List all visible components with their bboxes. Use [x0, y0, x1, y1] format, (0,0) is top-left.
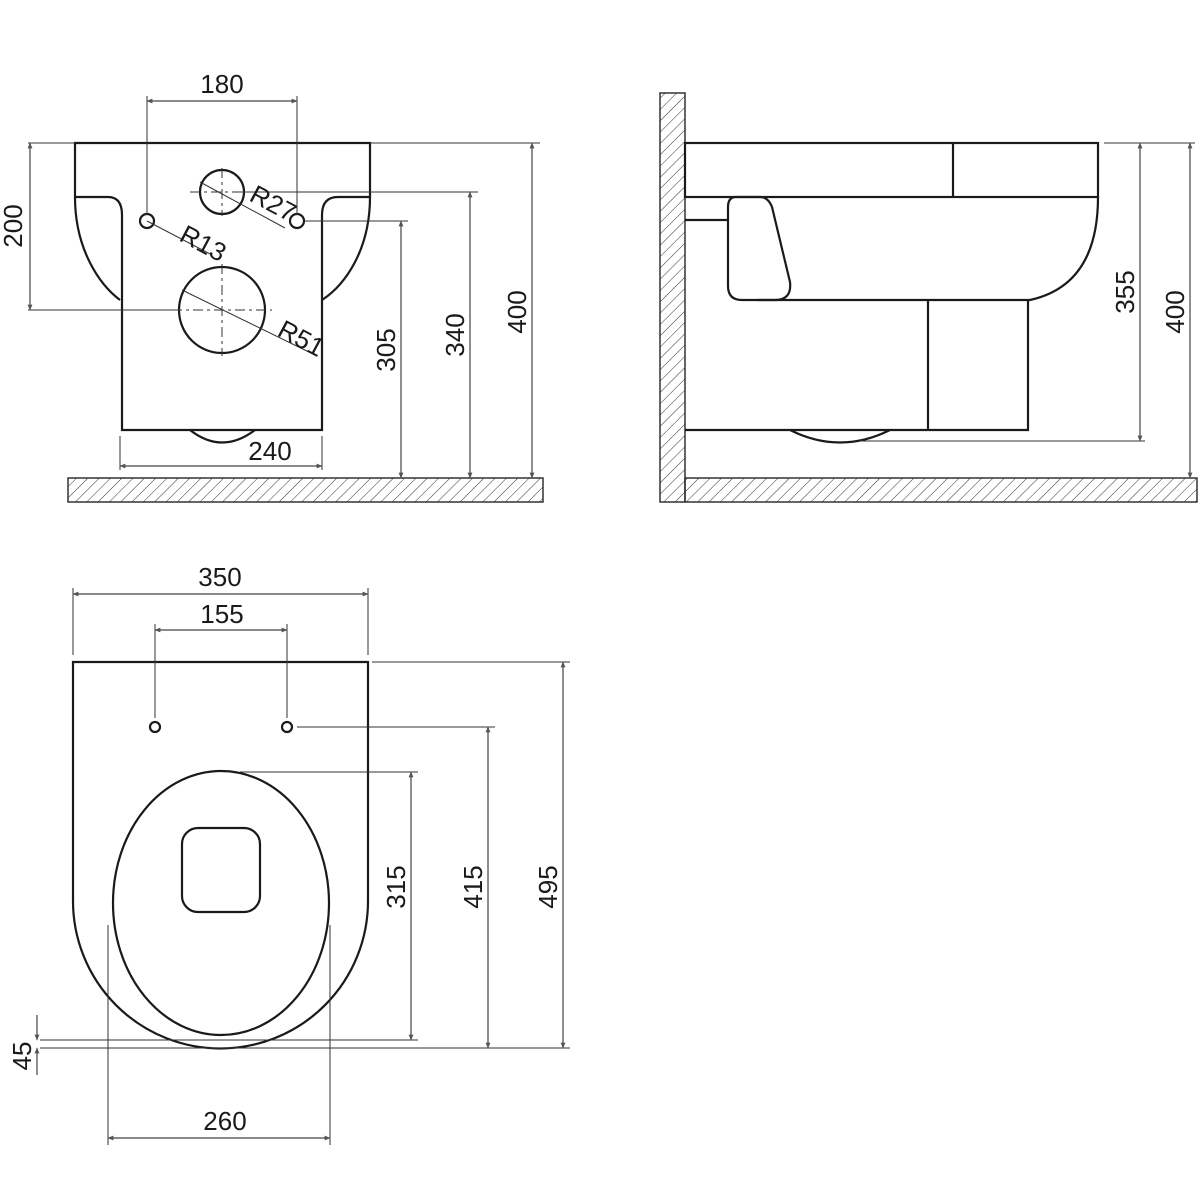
dim-240: 240: [248, 436, 291, 466]
bowl-outline: [758, 196, 1100, 302]
dim-400-side: 400: [1160, 290, 1190, 333]
dim-495: 495: [533, 865, 563, 908]
top-band: [73, 141, 372, 197]
dim-305: 305: [371, 328, 401, 371]
bracket: [685, 195, 792, 302]
dim-350: 350: [198, 562, 241, 592]
dim-340: 340: [440, 313, 470, 356]
seat: [111, 769, 331, 1037]
dim-45: 45: [7, 1042, 37, 1071]
bottom-bump-side: [789, 429, 891, 444]
dim-180: 180: [200, 69, 243, 99]
body-outline: [75, 195, 370, 432]
label-r13: R13: [175, 219, 231, 268]
seat-band: [683, 141, 1100, 199]
label-r27: R27: [245, 179, 301, 228]
lower-body: [685, 300, 1030, 432]
dim-400-front: 400: [502, 290, 532, 333]
bowl-top-outline: [71, 660, 370, 1050]
dim-155: 155: [200, 599, 243, 629]
dim-415: 415: [458, 865, 488, 908]
dim-315: 315: [381, 865, 411, 908]
lid-opening: [180, 826, 262, 914]
wall-hatch: [659, 92, 686, 503]
bottom-bump: [189, 429, 256, 444]
dim-260: 260: [203, 1106, 246, 1136]
floor-hatch-side: [684, 477, 1198, 503]
hinge-hole-left: [148, 720, 162, 734]
dim-200: 200: [0, 204, 28, 247]
side-lobes: [73, 196, 372, 301]
dim-355: 355: [1110, 270, 1140, 313]
floor-hatch: [67, 477, 544, 503]
hinge-hole-right: [280, 720, 294, 734]
side-view: 355 400: [659, 92, 1198, 503]
front-view: 180 240 200 305 340 400 R13 R27 R51: [0, 69, 544, 503]
top-view: 350 155 495 415 315 45 260: [7, 562, 570, 1145]
